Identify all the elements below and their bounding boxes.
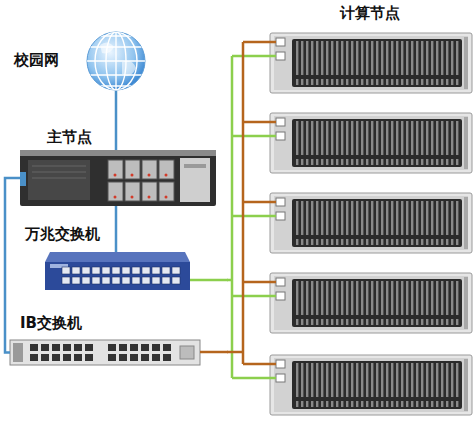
network-cable	[115, 206, 118, 252]
network-cable	[115, 91, 118, 150]
globe-node: 校园网	[86, 31, 146, 91]
compute-server-icons	[270, 33, 472, 415]
network-cable	[200, 351, 228, 354]
switch-node: IB交换机	[10, 340, 200, 365]
globe-icon	[85, 30, 147, 92]
node-label: 主节点	[47, 128, 92, 146]
ethernet-switch-icon	[45, 252, 190, 290]
main-server-icon	[20, 150, 216, 206]
server-node: 主节点	[20, 150, 216, 206]
server-group: 计算节点	[228, 30, 474, 430]
node-label: 校园网	[14, 51, 59, 69]
network-cable	[5, 178, 20, 353]
ib-switch-icon	[10, 340, 200, 365]
network-cable	[190, 279, 228, 282]
node-label: IB交换机	[20, 314, 82, 332]
node-label: 万兆交换机	[25, 225, 100, 243]
ethernet-bus	[227, 56, 276, 378]
switch-node: 万兆交换机	[45, 252, 190, 290]
infiniband-bus	[227, 42, 276, 364]
node-label: 计算节点	[340, 4, 400, 22]
